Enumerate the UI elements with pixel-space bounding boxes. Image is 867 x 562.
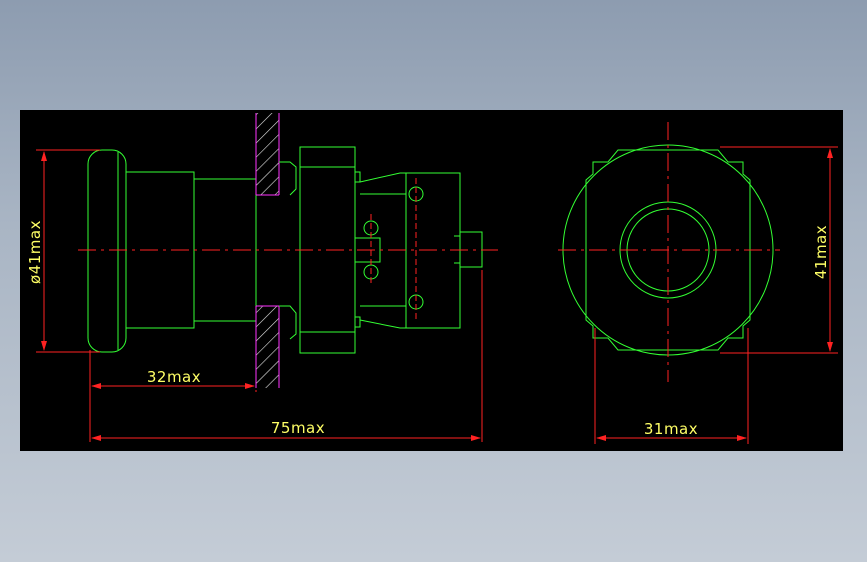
housing-clip-bottom: [354, 316, 361, 328]
dimensions: [36, 146, 838, 444]
dim-31-label: 31max: [644, 420, 698, 438]
panel-hatch-bottom: [256, 306, 279, 388]
panel-nut: [279, 161, 297, 340]
panel-hatch-top: [256, 113, 279, 195]
cad-viewport[interactable]: ø41max 32max 75max 31max 41max: [20, 110, 843, 451]
mushroom-head: [87, 149, 127, 353]
dim-75-label: 75max: [271, 419, 325, 437]
square-base-outline: [585, 149, 751, 351]
housing-clip-top: [354, 171, 361, 183]
dim-32-label: 32max: [147, 368, 201, 386]
dim-diameter-label: ø41max: [26, 220, 44, 284]
dim-41-label: 41max: [812, 225, 830, 279]
technical-drawing: ø41max 32max 75max 31max 41max: [26, 113, 838, 444]
panel-outline: [255, 113, 280, 388]
